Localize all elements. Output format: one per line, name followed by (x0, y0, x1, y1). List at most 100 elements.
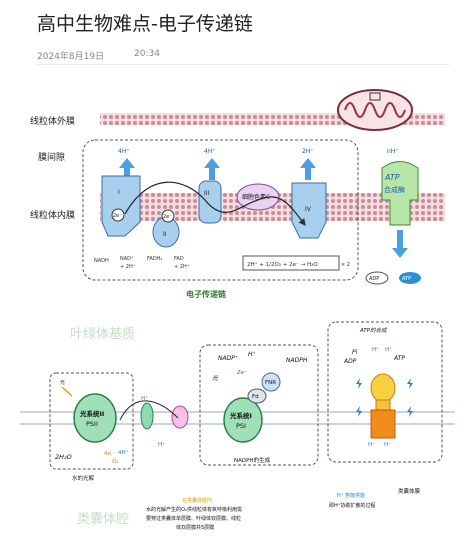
nadp-label: NADP⁺ (218, 355, 238, 362)
lumen-label: 类囊体腔 (77, 511, 129, 527)
outer-membrane-label: 线粒体外膜 (30, 115, 75, 127)
light-arrow (61, 386, 73, 397)
gradient-note-2: 即H⁺协助扩散的过程 (329, 502, 375, 509)
chloro-adp-label: ADP (343, 358, 357, 365)
plastocyanin-shape (171, 405, 189, 429)
mitochondrion-thumbnail (337, 89, 413, 131)
nadph-caption: NADPH的生成 (234, 456, 271, 464)
psi-dashed-box (199, 344, 319, 466)
lightning-marks (356, 378, 413, 417)
atp-dashed-box (327, 321, 443, 463)
cytochrome-b6f-shape (140, 402, 154, 430)
atp-synthase-label-1: ATP (384, 173, 400, 182)
water-reaction: 2H⁺ + 1/2O₂ + 2e⁻ → H₂O (247, 261, 318, 268)
cf1-head (370, 373, 396, 403)
article-title: 高中生物难点-电子传递链 (37, 13, 253, 35)
proton-label-4: nH⁺ (387, 148, 398, 155)
fd-shape (247, 388, 267, 404)
water-reaction-box (242, 255, 340, 271)
h-plus-top: H⁺ (141, 395, 148, 402)
chloro-pi-label: Pi (352, 349, 358, 356)
psi-light-label: 光 (212, 374, 219, 382)
e2-label: 2e⁻ (237, 370, 247, 376)
chloro-h-label-3: H⁺ (368, 441, 375, 448)
chloro-electron-path (119, 400, 179, 421)
electron-carrier-2-label: 2e⁻ (163, 214, 172, 220)
electron-carrier-2 (161, 209, 175, 223)
psii-shape (73, 393, 117, 443)
etc-dashed-box (82, 139, 359, 281)
chloro-h-label-4: H⁺ (384, 441, 391, 448)
etc-caption: 电子传递链 (186, 289, 227, 299)
psii-label-1: 光系统II (79, 409, 104, 418)
psi-label-2: PSI (236, 422, 246, 430)
complex-i-label: I (118, 189, 120, 196)
oxygen-label: O₂ (112, 459, 119, 465)
adp-label: ADP (369, 276, 379, 282)
psi-shape (223, 397, 263, 443)
nadph-label: NADPH (286, 357, 308, 364)
chloro-atp-label: ATP (393, 355, 405, 362)
psii-label-2: PSII (86, 420, 98, 428)
fadh2-label: FADH₂ (147, 256, 162, 262)
electrons-label: 4e⁻ (104, 451, 114, 457)
nadh-label: NADH (94, 258, 109, 264)
chloro-h-label-2: H⁺ (385, 346, 392, 353)
complex-iii-shape (198, 180, 222, 224)
inner-membrane-label: 线粒体内膜 (30, 209, 75, 221)
psii-dashed-box (49, 372, 134, 470)
complex-i-shape (101, 175, 141, 237)
title-divider (37, 64, 449, 65)
proton-label-1: 4H⁺ (118, 148, 130, 155)
complex-iv-label: IV (305, 206, 312, 213)
cf1-stalk (375, 399, 391, 411)
membrane-label: 类囊体膜 (398, 487, 421, 495)
note-body-3: 体双层膜共5层膜 (176, 524, 214, 531)
complex-iii-label: III (204, 190, 210, 197)
psi-label-1: 光系统I (229, 411, 252, 420)
cytochrome-c-label: 细胞色素C (242, 193, 270, 201)
chloro-diagram: 叶绿体基质 类囊体腔 光 光系统II PSII 2H₂O 4e⁻ 4H⁺ O₂ … (20, 321, 455, 531)
nadp-h-label: H⁺ (248, 351, 256, 358)
intermembrane-label: 膜间隙 (38, 151, 65, 163)
atp-oval (399, 272, 421, 284)
note-title: 在类囊体腔内 (182, 497, 212, 504)
nad-label: NAD⁺ (120, 256, 134, 262)
fad-label: FAD (174, 256, 184, 262)
cytochrome-c-shape (236, 183, 280, 211)
stroma-label: 叶绿体基质 (70, 327, 135, 342)
atp-synthase-shape (381, 161, 419, 226)
article-time: 20:34 (134, 49, 160, 59)
gradient-note-1: H⁺ 势能供能 (337, 492, 365, 499)
atp-arrow (392, 230, 408, 258)
electron-carrier-1-label: 2e⁻ (113, 213, 122, 219)
adp-oval (365, 271, 389, 285)
atp-synthase-label-2: 合成酶 (384, 185, 405, 194)
protons-4h-label: 4H⁺ (118, 449, 129, 456)
mito-diagram: 线粒体外膜 膜间隙 线粒体内膜 4H⁺ 4H⁺ 2H⁺ nH⁺ I II III… (30, 89, 445, 299)
nad-h-label: + 2H⁺ (120, 264, 136, 270)
fad-h-label: + 2H⁺ (174, 264, 190, 270)
chloro-h-label-1: H⁺ (372, 346, 379, 353)
complex-ii-label: II (163, 231, 167, 238)
water-multiplier: × 2 (341, 262, 350, 268)
fd-label: Fd (252, 394, 259, 400)
light-label: 光 (60, 379, 65, 386)
fnr-shape (261, 372, 281, 392)
electron-carrier-1 (111, 208, 125, 222)
photolysis-caption: 水的光解 (72, 474, 95, 482)
proton-arrows (119, 158, 316, 180)
note-body-2: 要穿过类囊体单层膜、叶绿体双层膜、线粒 (146, 515, 241, 522)
cf0-ring (370, 409, 396, 439)
note-body-1: 水的光解产生的O₂供线粒体有氧呼吸利用需 (146, 506, 242, 513)
proton-label-2: 4H⁺ (204, 148, 216, 155)
h-plus-bottom: H⁺ (158, 441, 165, 448)
article-date: 2024年8月19日 (37, 52, 105, 62)
atp-label: ATP (402, 276, 411, 282)
electron-flow-path (124, 181, 306, 226)
atp-synthesis-caption: ATP的合成 (359, 327, 388, 334)
proton-label-3: 2H⁺ (302, 148, 314, 155)
water-split-label: 2H₂O (55, 453, 72, 461)
fnr-label: FNR (265, 380, 276, 386)
